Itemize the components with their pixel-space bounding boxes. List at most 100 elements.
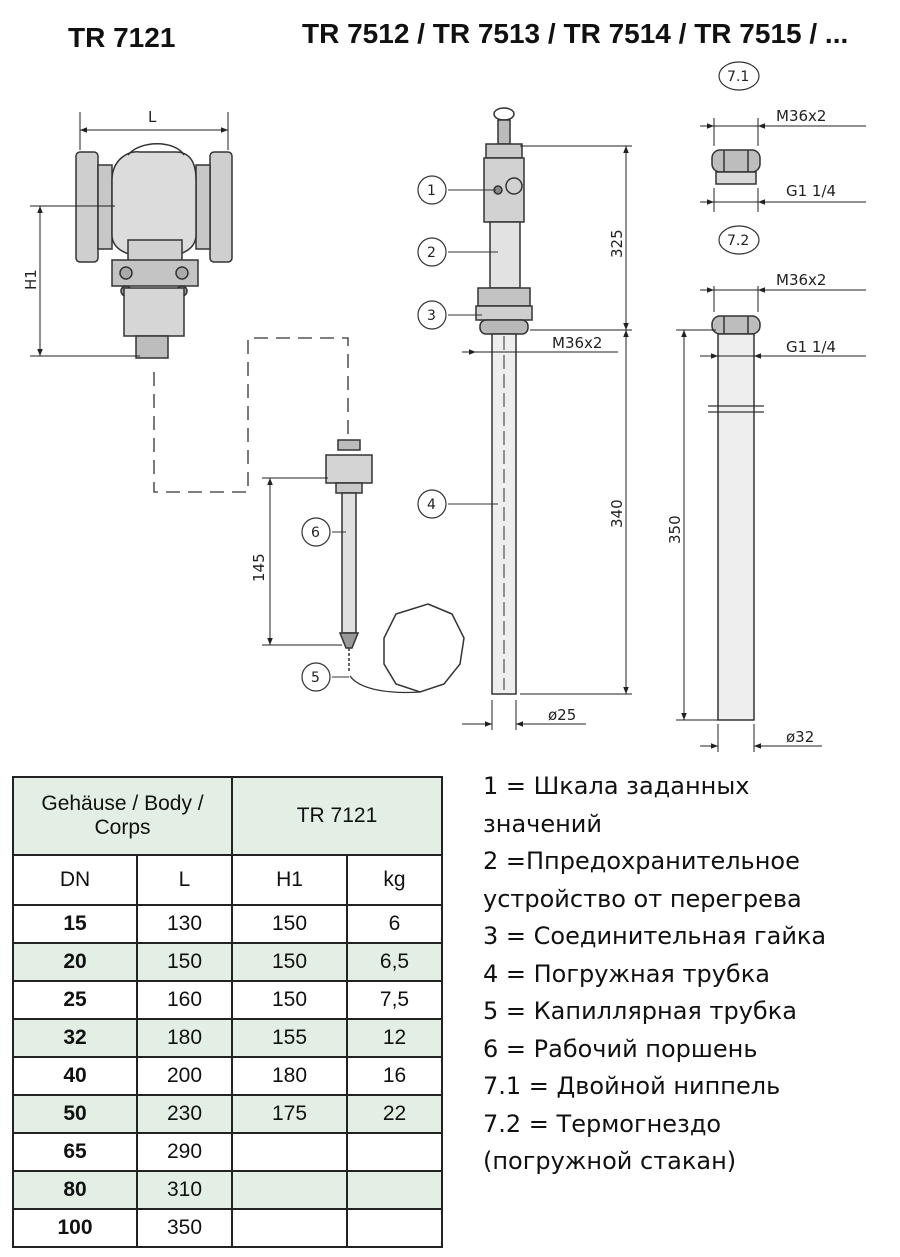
callout-leaders	[332, 189, 498, 678]
callout-2: 2	[427, 245, 436, 261]
cell-l: 160	[136, 980, 233, 1020]
capillary-coil	[383, 603, 465, 693]
cell-h1	[231, 1170, 348, 1210]
cell-h1: 175	[231, 1094, 348, 1134]
legend-line: 4 = Погружная трубка	[483, 959, 770, 988]
nipple-dimensions	[700, 118, 866, 212]
cell-kg	[346, 1170, 443, 1210]
capillary-dashed-line	[153, 337, 349, 493]
dim-340-label: 340	[608, 499, 626, 528]
cell-dn: 100	[12, 1208, 138, 1248]
cell-h1: 180	[231, 1056, 348, 1096]
cell-l: 230	[136, 1094, 233, 1134]
cell-l: 180	[136, 1018, 233, 1058]
valve-body-drawing	[75, 143, 233, 359]
cell-dn: 80	[12, 1170, 138, 1210]
thermowell-drawing	[708, 315, 764, 721]
cell-kg: 22	[346, 1094, 443, 1134]
legend-line: значений	[483, 809, 602, 838]
callout-7-2: 7.2	[727, 233, 749, 249]
cell-dn: 65	[12, 1132, 138, 1172]
technical-drawing: L H1 145	[22, 61, 866, 752]
g1-label-1: G1 1/4	[786, 182, 836, 200]
callout-4: 4	[427, 497, 436, 513]
g1-label-2: G1 1/4	[786, 338, 836, 356]
parts-legend: 1 = Шкала заданных значений 2 =Ппредохра…	[483, 768, 883, 1181]
cell-kg	[346, 1208, 443, 1248]
dim-145	[262, 477, 342, 646]
left-title: TR 7121	[68, 22, 176, 53]
dim-325-label: 325	[608, 229, 626, 258]
dim-L-label: L	[148, 108, 157, 126]
legend-line: 1 = Шкала заданных	[483, 772, 750, 800]
dim-145-label: 145	[250, 553, 268, 582]
legend-line: 5 = Капиллярная трубка	[483, 997, 797, 1025]
cell-dn: 40	[12, 1056, 138, 1096]
cell-kg: 12	[346, 1018, 443, 1058]
callout-7-1: 7.1	[727, 69, 749, 85]
working-piston-drawing	[325, 439, 373, 672]
legend-line: 2 =Ппредохранительное	[483, 847, 800, 875]
cell-dn: 25	[12, 980, 138, 1020]
sensor-drawing	[475, 107, 533, 695]
callout-3: 3	[427, 308, 436, 324]
dim-L	[79, 112, 229, 150]
cell-h1	[231, 1208, 348, 1248]
cell-l: 150	[136, 942, 233, 982]
legend-line: устройство от перегрева	[483, 884, 802, 913]
table-row: 50 230 175 22	[12, 1094, 443, 1134]
legend-line: 6 = Рабочий поршень	[483, 1034, 758, 1063]
thread-label-3: M36x2	[776, 271, 826, 289]
table-row: 25 160 150 7,5	[12, 980, 443, 1020]
cell-kg: 16	[346, 1056, 443, 1096]
table-row: 80 310	[12, 1170, 443, 1210]
dim-350-label: 350	[666, 515, 684, 544]
cell-dn: 50	[12, 1094, 138, 1134]
cell-dn: 32	[12, 1018, 138, 1058]
table-row: 40 200 180 16	[12, 1056, 443, 1096]
cell-kg: 7,5	[346, 980, 443, 1020]
cell-l: 310	[136, 1170, 233, 1210]
cell-h1: 150	[231, 942, 348, 982]
dim-H1	[30, 205, 140, 357]
legend-line: 7.2 = Термогнездо	[483, 1109, 722, 1138]
right-title: TR 7512 / TR 7513 / TR 7514 / TR 7515 / …	[302, 18, 849, 49]
table-row: 32 180 155 12	[12, 1018, 443, 1058]
dia32-label: ø32	[786, 728, 814, 746]
table-header-model: TR 7121	[231, 776, 443, 856]
table-row: 65 290	[12, 1132, 443, 1172]
cell-l: 350	[136, 1208, 233, 1248]
table-header-body: Gehäuse / Body / Corps	[12, 776, 233, 856]
column-header-kg: kg	[346, 854, 443, 906]
cell-dn: 20	[12, 942, 138, 982]
column-header-h1: H1	[231, 854, 348, 906]
cell-l: 290	[136, 1132, 233, 1172]
dimensions-table: Gehäuse / Body / Corps TR 7121 DN L H1 k…	[12, 776, 443, 1248]
table-row: 100 350	[12, 1208, 443, 1248]
cell-dn: 15	[12, 904, 138, 944]
cell-l: 200	[136, 1056, 233, 1096]
callout-circles	[301, 61, 760, 692]
callout-1: 1	[427, 183, 436, 199]
cell-kg: 6,5	[346, 942, 443, 982]
double-nipple-drawing	[711, 149, 761, 185]
legend-line: (погружной стакан)	[483, 1147, 737, 1175]
table-row: 20 150 150 6,5	[12, 942, 443, 982]
sensor-dimensions	[462, 145, 632, 730]
thread-label-1: M36x2	[552, 334, 602, 352]
dia25-label: ø25	[548, 706, 576, 724]
cell-kg	[346, 1132, 443, 1172]
column-header-l: L	[136, 854, 233, 906]
thermowell-dimensions	[676, 286, 866, 752]
legend-line: 3 = Соединительная гайка	[483, 922, 827, 950]
column-header-dn: DN	[12, 854, 138, 906]
callout-5: 5	[311, 670, 320, 686]
dim-H1-label: H1	[22, 269, 40, 290]
table-row: 15 130 150 6	[12, 904, 443, 944]
cell-h1: 155	[231, 1018, 348, 1058]
legend-line: 7.1 = Двойной ниппель	[483, 1072, 781, 1100]
cell-h1	[231, 1132, 348, 1172]
cell-h1: 150	[231, 980, 348, 1020]
cell-h1: 150	[231, 904, 348, 944]
callout-6: 6	[311, 525, 320, 541]
